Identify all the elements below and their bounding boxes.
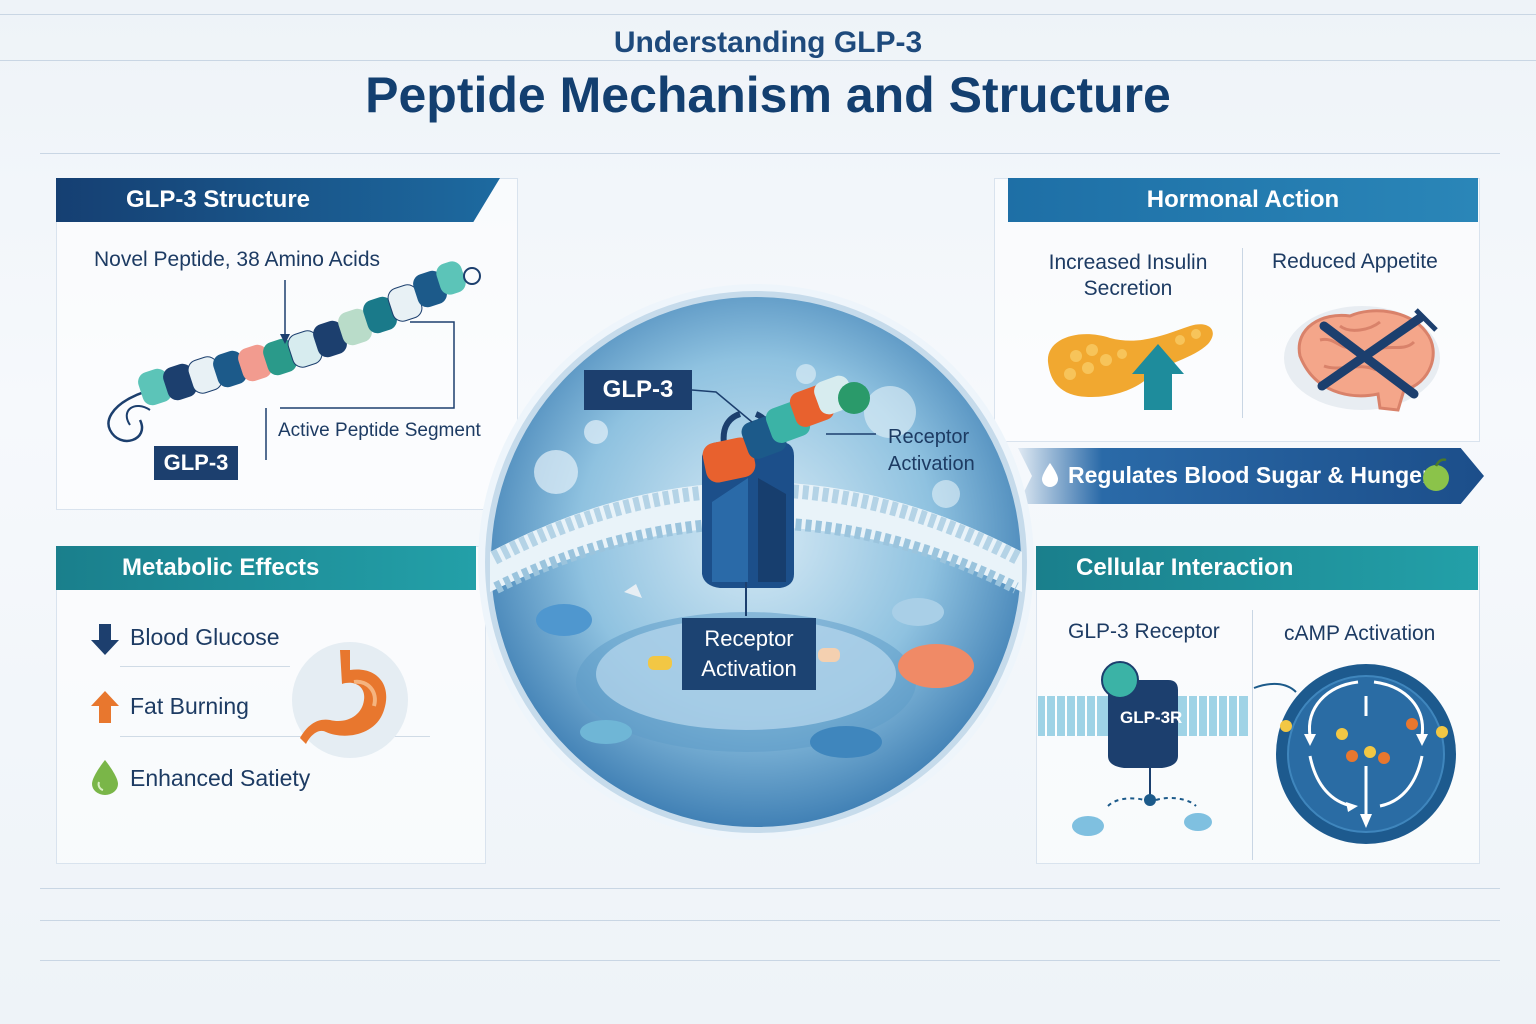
stomach-icon xyxy=(292,642,408,758)
metabolic-item-satiety: Enhanced Satiety xyxy=(130,765,311,791)
structure-heading: GLP-3 Structure xyxy=(56,178,500,222)
center-glp3-tag: GLP-3 xyxy=(584,370,692,410)
metabolic-item-glucose: Blood Glucose xyxy=(130,624,280,650)
receptor-tag: GLP-3R xyxy=(1120,708,1183,727)
metabolic-heading-text: Metabolic Effects xyxy=(122,554,320,581)
page-subtitle: Understanding GLP-3 xyxy=(613,26,923,59)
cell-membrane-illustration xyxy=(478,284,1034,840)
metabolic-item-fat-burning: Fat Burning xyxy=(130,693,249,719)
camp-label: cAMP Activation xyxy=(1284,622,1436,645)
hormonal-heading-text: Hormonal Action xyxy=(1146,186,1340,213)
brain-fork-knife-icon xyxy=(1284,306,1440,412)
droplet-icon xyxy=(92,760,118,795)
center-receptor-box: Receptor Activation xyxy=(682,618,816,690)
pancreas-icon xyxy=(1047,324,1213,410)
page-title: Peptide Mechanism and Structure xyxy=(365,67,1171,123)
appetite-label: Reduced Appetite xyxy=(1272,250,1438,273)
cellular-heading-text: Cellular Interaction xyxy=(1076,554,1294,581)
regulates-text: Regulates Blood Sugar & Hunger xyxy=(1068,462,1431,488)
peptide-helix-illustration xyxy=(107,261,481,460)
metabolic-heading: Metabolic Effects xyxy=(56,546,476,590)
structure-heading-text: GLP-3 Structure xyxy=(126,186,311,213)
center-receptor-callout: Receptor Activation xyxy=(888,426,975,475)
receptor-label: GLP-3 Receptor xyxy=(1068,620,1220,643)
arrow-up-icon xyxy=(91,691,119,723)
peptide-description: Novel Peptide, 38 Amino Acids xyxy=(94,248,381,271)
hormonal-heading: Hormonal Action xyxy=(1008,178,1478,222)
segment-label: Active Peptide Segment xyxy=(278,420,481,441)
water-drop-icon xyxy=(1042,463,1058,487)
cellular-heading: Cellular Interaction xyxy=(1036,546,1478,590)
membrane-receptor-illustration xyxy=(1038,661,1248,836)
apple-icon xyxy=(1423,458,1449,491)
structure-glp3-tag: GLP-3 xyxy=(154,446,238,480)
metabolic-panel xyxy=(56,546,486,864)
regulates-banner xyxy=(1018,448,1484,504)
camp-cycle-diagram xyxy=(1253,664,1456,844)
insulin-label: Increased Insulin Secretion xyxy=(1048,251,1208,300)
arrow-down-icon xyxy=(91,624,119,655)
